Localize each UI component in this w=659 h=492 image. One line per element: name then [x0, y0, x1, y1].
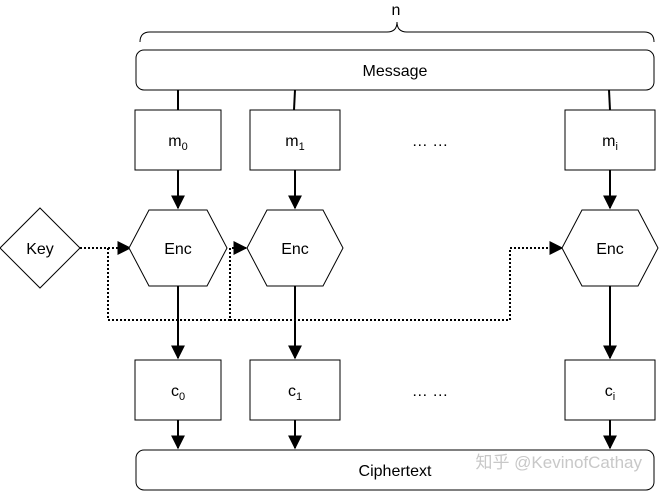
message-block-0 — [134, 109, 222, 171]
enc-0-label: Enc — [164, 241, 192, 258]
key-line-enci — [230, 241, 564, 321]
enc-1-label: Enc — [281, 241, 309, 258]
message-bar — [135, 49, 655, 91]
message-block-1-label: m1 — [285, 133, 304, 153]
cipher-block-i — [564, 359, 656, 421]
cipher-ellipsis: … … — [412, 383, 448, 400]
key-label: Key — [26, 241, 54, 258]
length-brace — [139, 21, 655, 43]
message-block-i — [564, 109, 656, 171]
message-block-1 — [249, 109, 341, 171]
cipher-block-1 — [249, 359, 341, 421]
message-ellipsis: … … — [412, 133, 448, 150]
enc-i-label: Enc — [596, 241, 624, 258]
cipher-block-0 — [134, 359, 222, 421]
message-block-0-label: m0 — [168, 133, 187, 153]
cipher-block-i-label: ci — [605, 383, 615, 403]
enc-hexagon-0 — [128, 209, 228, 287]
cipher-block-1-label: c1 — [288, 383, 302, 403]
message-label: Message — [363, 63, 428, 80]
ciphertext-label: Ciphertext — [359, 463, 432, 480]
length-label: n — [392, 2, 401, 19]
cipher-block-0-label: c0 — [171, 383, 185, 403]
ciphertext-bar — [135, 449, 655, 491]
enc-hexagon-i — [561, 209, 659, 287]
key-diamond — [0, 207, 81, 289]
enc-hexagon-1 — [246, 209, 344, 287]
watermark: 知乎 @KevinofCathay — [475, 453, 642, 472]
connector-msg-m1 — [293, 89, 296, 111]
connector-msg-mi — [608, 89, 611, 111]
message-block-i-label: mi — [602, 133, 618, 153]
